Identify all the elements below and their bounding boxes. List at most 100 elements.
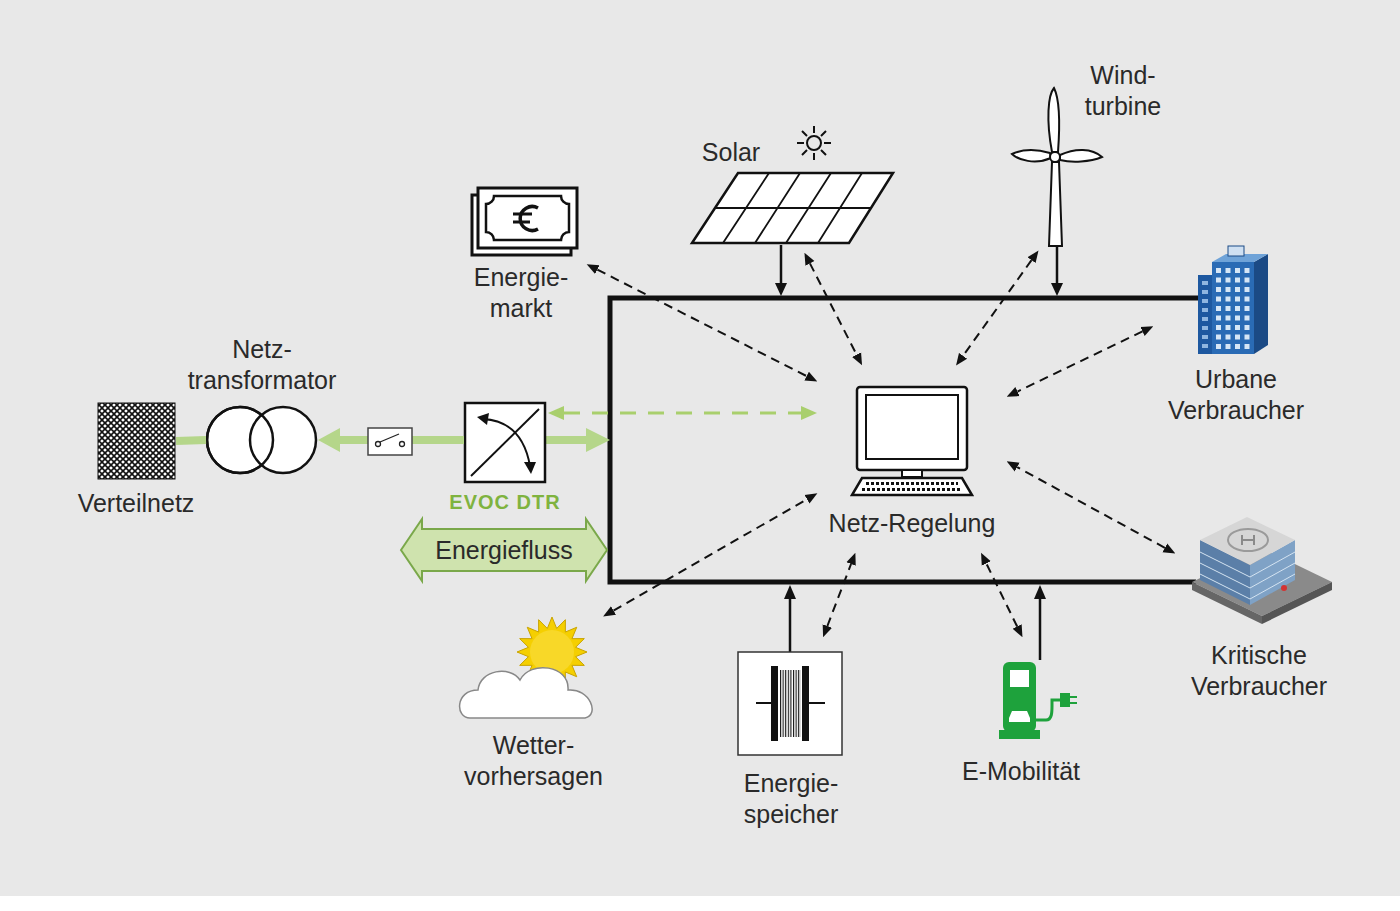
grid-symbol [98,403,175,479]
building-icon [1212,262,1254,354]
building-windows [1202,317,1208,321]
power-bus [610,298,1200,582]
building-windows [1202,326,1208,330]
weather-icon [460,617,593,718]
feed-arrows [1051,283,1063,296]
wind-turbine-icon [1060,150,1102,162]
building-windows [1216,344,1221,349]
building-windows [1202,299,1208,303]
distribution-grid-node: Verteilnetz [98,403,175,479]
building-windows [1226,344,1231,349]
urban-consumer-node: Urbane Verbraucher [1156,242,1318,428]
bottom-strip [0,896,1400,911]
building-windows [1202,308,1208,312]
energy-flow-arrow: Energiefluss [400,518,608,582]
building-windows [1216,268,1250,349]
converter-symbol [524,462,536,474]
building-windows [1216,287,1221,292]
control-link [614,499,807,610]
hospital-icon [1200,552,1295,599]
converter-symbol [483,419,530,466]
storage-icon [738,652,842,755]
building-windows [1235,278,1240,283]
building-windows [1216,325,1221,330]
double-arrow-outline [401,519,607,581]
banknote-icon [478,188,577,248]
building-windows [1245,278,1250,283]
building-windows [1216,297,1221,302]
control-link [963,260,1031,356]
node-label: Wetter- vorhersagen [456,730,611,792]
node-label: Netz- transformator [182,334,342,396]
control-link [1017,467,1165,548]
power-bus [610,298,1200,582]
solar-panel-icon [692,173,893,243]
switch-symbol [380,434,399,442]
converter-symbol [465,403,545,482]
node-label: Energie- speicher [738,768,844,830]
node-label: E-Mobilität [954,756,1088,787]
building-icon [1254,254,1268,354]
node-label: EVOC DTR [440,490,570,514]
building-icon [1198,246,1268,354]
hospital-icon [1242,535,1254,545]
storage-icon [802,666,809,741]
building-windows [1235,344,1240,349]
building-windows [1235,306,1240,311]
transformer-symbol [207,407,273,473]
wind-turbine-node: Wind- turbine [1010,58,1178,248]
weather-forecast-node: Wetter- vorhersagen [454,618,615,796]
hospital-icon [1281,585,1287,591]
charger-icon [1010,670,1029,687]
building-windows [1245,325,1250,330]
building-windows [1226,306,1231,311]
building-windows [1245,287,1250,292]
transformer-symbol [250,407,316,473]
node-label: Wind- turbine [1074,60,1172,122]
wind-turbine-icon [1050,152,1060,162]
building-windows [1226,316,1231,321]
switch-symbol [368,428,412,455]
building-windows [1235,287,1240,292]
grid-symbol [98,403,175,479]
control-link [986,563,1017,626]
converter-symbol [471,409,539,476]
building-windows [1245,316,1250,321]
building-windows [1226,287,1231,292]
building-windows [1216,278,1221,283]
feed-arrows [784,585,796,599]
building-icon [1198,275,1212,354]
converter-node: EVOC DTR [465,403,545,482]
wind-turbine-icon [1048,88,1059,152]
building-windows [1245,344,1250,349]
building-windows [1202,281,1208,348]
green-feed-arrow [545,436,588,444]
building-windows [1245,335,1250,340]
weather-icon [460,668,593,718]
charger-icon [1036,700,1060,720]
sun-symbol [807,136,821,150]
hospital-icon [1200,517,1295,565]
building-windows [1216,268,1221,273]
energy-market-node: Energie- markt [465,184,584,330]
building-windows [1235,297,1240,302]
feed-arrows [1034,585,1046,599]
building-windows [1216,316,1221,321]
connectors [176,260,1165,626]
charger-icon [1060,693,1070,707]
banknote-icon [513,214,532,222]
green-feed-arrow [586,428,610,452]
banknote-icon [486,196,569,240]
feed-arrows [1056,246,1059,285]
solar-panel-icon [692,173,893,243]
computer-icon [857,387,967,470]
converter-symbol [477,413,489,425]
solar-panel-icon [715,173,871,243]
banknote-icon [520,207,538,231]
critical-consumer-node: Kritische Verbraucher [1178,500,1340,706]
storage-icon [738,652,842,755]
